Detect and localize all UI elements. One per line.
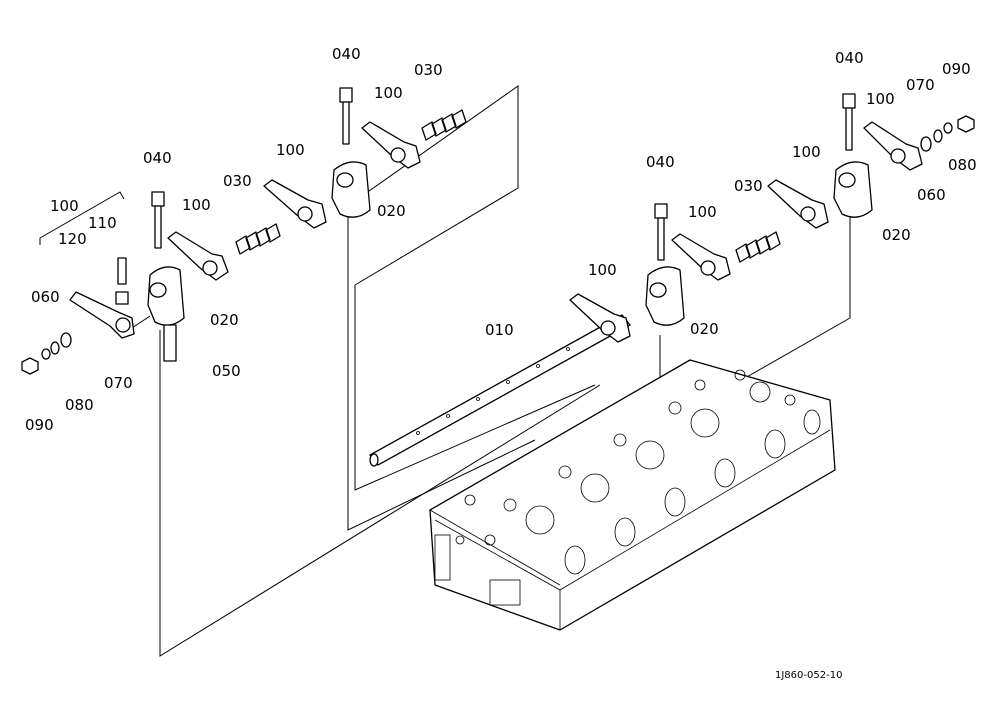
label-120: 120 <box>58 230 87 248</box>
label-030-top: 030 <box>414 61 443 79</box>
rocker-bracket-mid <box>645 266 685 326</box>
label-070-left: 070 <box>104 374 133 392</box>
label-020-c: 020 <box>690 320 719 338</box>
label-010: 010 <box>485 321 514 339</box>
label-030-mid: 030 <box>734 177 763 195</box>
springs <box>235 109 781 263</box>
label-060-left: 060 <box>31 288 60 306</box>
label-090-left: 090 <box>25 416 54 434</box>
drawing-reference-code: 1J860-052-10 <box>775 670 842 681</box>
label-110: 110 <box>88 214 117 232</box>
part-labels: 040 040 040 040 030 030 030 100 100 100 … <box>25 45 977 434</box>
label-100-c: 100 <box>182 196 211 214</box>
label-020-d: 020 <box>882 226 911 244</box>
small-parts <box>21 115 975 375</box>
rocker-bracket-right <box>833 161 873 218</box>
label-090-right: 090 <box>942 60 971 78</box>
bolts <box>151 87 856 261</box>
label-100-e: 100 <box>588 261 617 279</box>
rocker-bracket-left <box>147 266 185 326</box>
rocker-bracket-center <box>331 161 371 218</box>
label-040-center: 040 <box>332 45 361 63</box>
cylinder-head <box>429 359 836 631</box>
rocker-shaft <box>369 314 631 467</box>
label-070-right: 070 <box>906 76 935 94</box>
label-050: 050 <box>212 362 241 380</box>
label-040-mid: 040 <box>646 153 675 171</box>
label-060-right: 060 <box>917 186 946 204</box>
label-040-right: 040 <box>835 49 864 67</box>
rocker-arms <box>69 121 923 343</box>
label-080-left: 080 <box>65 396 94 414</box>
label-100-d: 100 <box>50 197 79 215</box>
label-100-f: 100 <box>688 203 717 221</box>
label-030-left: 030 <box>223 172 252 190</box>
label-100-h: 100 <box>866 90 895 108</box>
label-100-g: 100 <box>792 143 821 161</box>
label-040-left: 040 <box>143 149 172 167</box>
label-100-b: 100 <box>276 141 305 159</box>
label-100-a: 100 <box>374 84 403 102</box>
label-020-a: 020 <box>377 202 406 220</box>
label-080-right: 080 <box>948 156 977 174</box>
label-020-b: 020 <box>210 311 239 329</box>
